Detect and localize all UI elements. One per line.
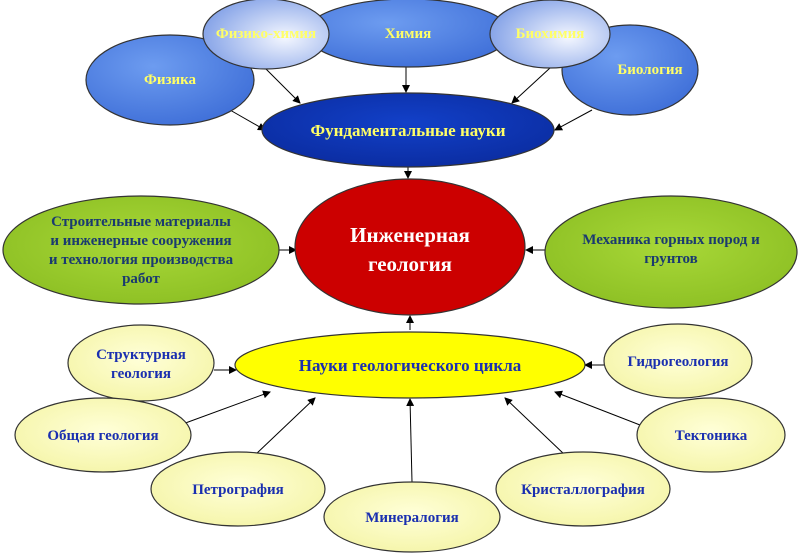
node-physics: Физика [85,34,255,126]
node-construction: Строительные материалы и инженерные соор… [2,195,280,305]
label-line: Структурная [96,347,186,363]
label-line: грунтов [644,251,698,267]
node-physchem: Физико-химия [202,0,330,70]
node-hydrogeology: Гидрогеология [603,323,753,399]
label: Биология [617,62,682,78]
node-crystallography: Кристаллография [495,451,671,527]
node-structural: Структурная геология [67,324,215,402]
label-line: работ [122,271,160,287]
label: Тектоника [675,428,748,444]
label: Науки геологического цикла [299,356,522,375]
label-line: геология [368,252,452,276]
node-chemistry: Химия [305,0,511,68]
node-petrography: Петрография [150,451,326,527]
node-biochem: Биохимия [489,0,611,69]
label: Общая геология [47,428,158,444]
label-line: Механика горных пород и [582,232,760,248]
label: Кристаллография [521,482,645,498]
label: Гидрогеология [627,354,728,370]
label-line: Строительные материалы [51,214,231,230]
node-general: Общая геология [14,397,192,473]
node-geocycle: Науки геологического цикла [234,331,586,399]
label-line: геология [111,366,171,382]
arrows-bottom [179,361,641,483]
label: Физика [144,72,197,88]
label: Физико-химия [216,26,316,42]
node-rock-mechanics: Механика горных пород и грунтов [544,195,798,309]
label-line: и инженерные сооружения [50,233,231,249]
arrows-top [229,66,593,330]
node-fundamental: Фундаментальные науки [261,92,555,168]
label: Химия [385,26,431,42]
node-engineering-geology: Инженерная геология [294,178,526,316]
label-line: и технология производства [49,252,234,268]
label: Минералогия [365,510,459,526]
label-line: Инженерная [350,223,470,247]
node-tectonics: Тектоника [636,397,786,473]
label: Фундаментальные науки [310,121,505,140]
label: Биохимия [516,26,585,42]
node-mineralogy: Минералогия [323,481,501,553]
label: Петрография [192,482,284,498]
